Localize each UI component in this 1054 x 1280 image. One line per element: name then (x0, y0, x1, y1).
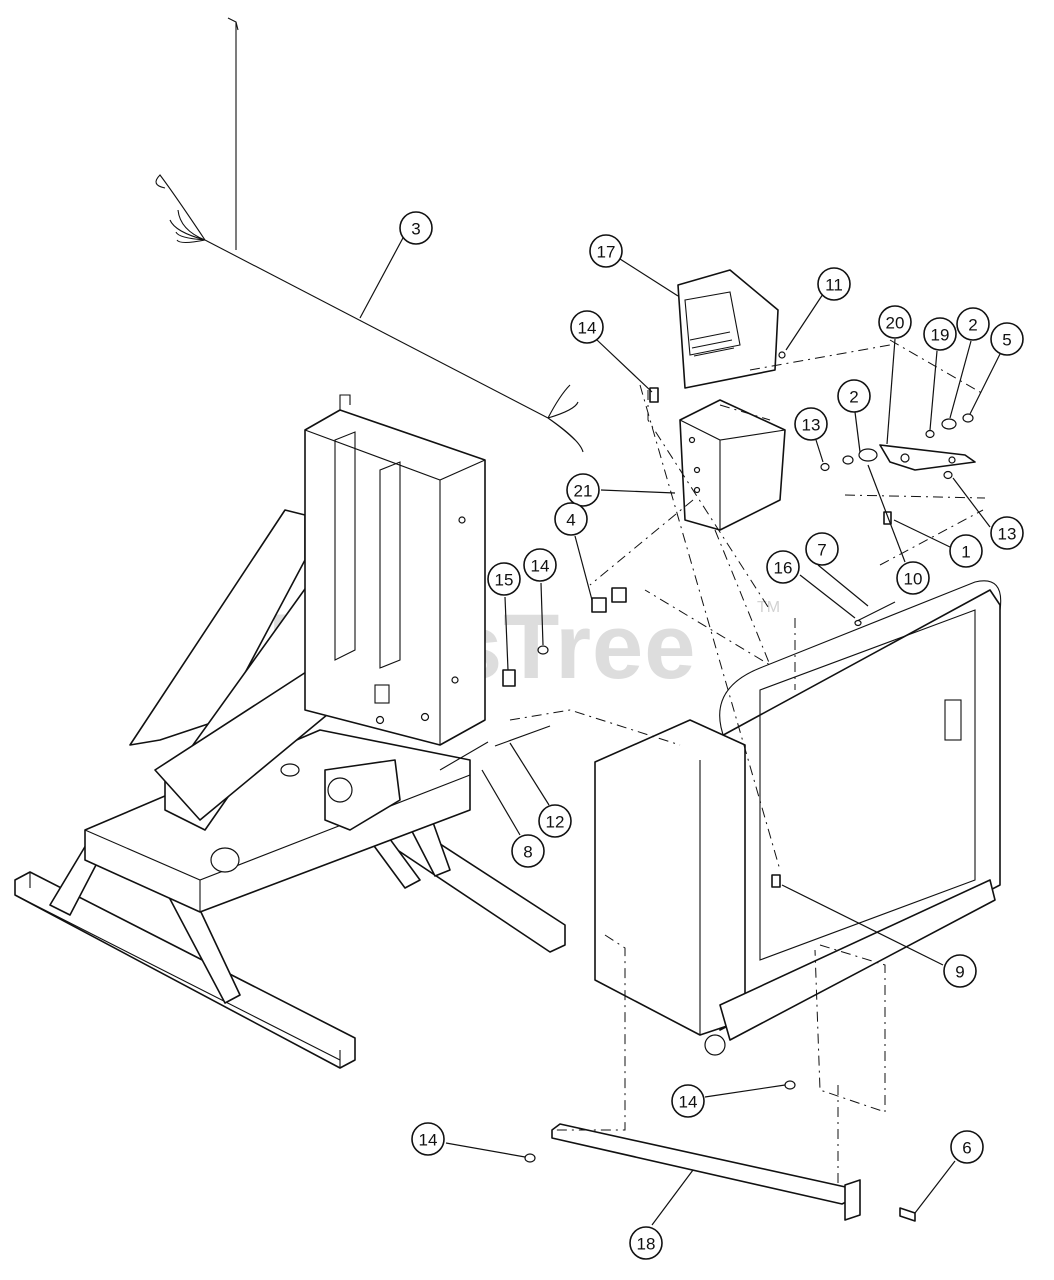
watermark-trademark: TM (757, 599, 780, 616)
callout-circle (523, 548, 557, 582)
callout-12: 12 (538, 804, 572, 838)
callout-11: 11 (817, 267, 851, 301)
callout-label: 18 (637, 1235, 656, 1254)
callout-label: 5 (1002, 331, 1011, 350)
callout-13: 13 (794, 407, 828, 441)
callout-2: 2 (956, 307, 990, 341)
callout-label: 3 (411, 220, 420, 239)
callout-13: 13 (990, 516, 1024, 550)
callout-label: 21 (574, 482, 593, 501)
callout-circle (990, 322, 1024, 356)
callout-14: 14 (523, 548, 557, 582)
callout-circle (511, 834, 545, 868)
callout-circle (949, 534, 983, 568)
wire-harness-part (155, 17, 584, 453)
callout-10: 10 (896, 561, 930, 595)
callout-label: 4 (566, 511, 575, 530)
callout-label: 9 (955, 963, 964, 982)
callout-circle (896, 561, 930, 595)
callout-circle (629, 1226, 663, 1260)
callout-label: 1 (961, 543, 970, 562)
callout-label: 13 (802, 416, 821, 435)
callout-label: 12 (546, 813, 565, 832)
callout-circle (554, 502, 588, 536)
callout-15: 15 (487, 562, 521, 596)
callout-2: 2 (837, 379, 871, 413)
callout-label: 14 (531, 557, 550, 576)
callout-label: 2 (849, 388, 858, 407)
callout-21: 21 (566, 473, 600, 507)
callout-label: 19 (931, 326, 950, 345)
callout-5: 5 (990, 322, 1024, 356)
callout-circle (794, 407, 828, 441)
callout-label: 16 (774, 559, 793, 578)
callout-group: 3 17 11 20 19 2 5 14 13 2 13 21 4 1 10 7 16 15 14 12 8 9 14 14 6… (399, 211, 1024, 1260)
callout-circle (671, 1084, 705, 1118)
callout-20: 20 (878, 305, 912, 339)
callout-circle (566, 473, 600, 507)
callout-18: 18 (629, 1226, 663, 1260)
callout-circle (990, 516, 1024, 550)
callout-label: 2 (968, 316, 977, 335)
callout-label: 7 (817, 541, 826, 560)
callout-circle (943, 954, 977, 988)
callout-circle (538, 804, 572, 838)
callout-7: 7 (805, 532, 839, 566)
callout-8: 8 (511, 834, 545, 868)
callout-circle (411, 1122, 445, 1156)
callout-14: 14 (671, 1084, 705, 1118)
callout-label: 17 (597, 243, 616, 262)
callout-16: 16 (766, 550, 800, 584)
callout-label: 11 (825, 276, 843, 295)
callout-3: 3 (399, 211, 433, 245)
callout-label: 14 (679, 1093, 698, 1112)
decal-panel-part (677, 269, 779, 389)
callout-6: 6 (950, 1130, 984, 1164)
hopper-frame-part (594, 580, 1002, 1056)
callout-circle (878, 305, 912, 339)
callout-circle (399, 211, 433, 245)
leader-lines (359, 235, 1001, 1226)
callout-14: 14 (570, 310, 604, 344)
callout-circle (487, 562, 521, 596)
upright-housing-part (304, 394, 486, 746)
callout-label: 14 (419, 1131, 438, 1150)
callout-label: 15 (495, 571, 514, 590)
callout-label: 20 (886, 314, 905, 333)
lever-linkage-part (879, 444, 976, 471)
callout-label: 8 (523, 843, 532, 862)
callout-19: 19 (923, 317, 957, 351)
callout-17: 17 (589, 234, 623, 268)
callout-label: 6 (962, 1139, 971, 1158)
callout-circle (805, 532, 839, 566)
callout-label: 14 (578, 319, 597, 338)
callout-14: 14 (411, 1122, 445, 1156)
callout-circle (956, 307, 990, 341)
callout-4: 4 (554, 502, 588, 536)
bottom-brace-part (551, 1123, 861, 1221)
callout-circle (589, 234, 623, 268)
callout-label: 10 (904, 570, 923, 589)
callout-circle (923, 317, 957, 351)
callout-circle (950, 1130, 984, 1164)
base-frame-part (14, 509, 566, 1069)
callout-1: 1 (949, 534, 983, 568)
callout-circle (570, 310, 604, 344)
callout-circle (837, 379, 871, 413)
callout-circle (817, 267, 851, 301)
assembly-lines (509, 339, 986, 1185)
callout-9: 9 (943, 954, 977, 988)
callout-label: 13 (998, 525, 1017, 544)
callout-circle (766, 550, 800, 584)
control-bracket-part (679, 399, 786, 531)
